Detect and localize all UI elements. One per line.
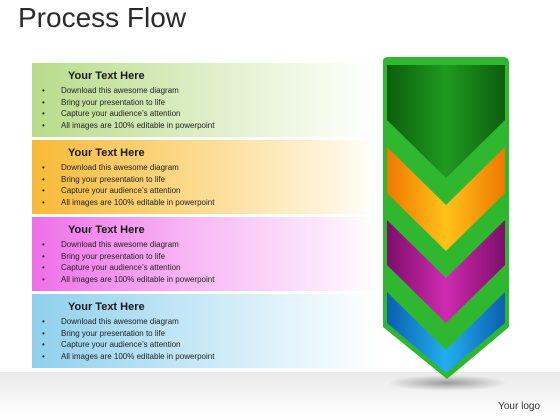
arrow-shadow bbox=[387, 375, 507, 391]
bullet: Bring your presentation to life bbox=[42, 174, 377, 186]
bullet: Bring your presentation to life bbox=[42, 251, 377, 263]
arrow-segment-green bbox=[387, 65, 505, 178]
step-panel-2: Your Text Here Download this awesome dia… bbox=[32, 140, 377, 214]
bullet: Capture your audience’s attention bbox=[42, 108, 377, 120]
bullet: All images are 100% editable in powerpoi… bbox=[42, 351, 377, 363]
bullet: All images are 100% editable in powerpoi… bbox=[42, 120, 377, 132]
arrow-segment-pink bbox=[387, 220, 505, 323]
bullet: Download this awesome diagram bbox=[42, 85, 377, 97]
arrow-segment-blue bbox=[387, 292, 505, 373]
bullet: Download this awesome diagram bbox=[42, 316, 377, 328]
bullet: Bring your presentation to life bbox=[42, 97, 377, 109]
step-heading-1: Your Text Here bbox=[68, 70, 145, 82]
arrow-segment-orange bbox=[387, 147, 505, 251]
step-bullets-4: Download this awesome diagram Bring your… bbox=[42, 316, 377, 363]
page-title: Process Flow bbox=[18, 2, 187, 33]
bullet: Capture your audience’s attention bbox=[42, 262, 377, 274]
bullet: Download this awesome diagram bbox=[42, 162, 377, 174]
step-heading-4: Your Text Here bbox=[68, 301, 145, 313]
bullet: Bring your presentation to life bbox=[42, 328, 377, 340]
step-heading-3: Your Text Here bbox=[68, 224, 145, 236]
step-bullets-1: Download this awesome diagram Bring your… bbox=[42, 85, 377, 132]
bullet: All images are 100% editable in powerpoi… bbox=[42, 274, 377, 286]
bullet: Capture your audience’s attention bbox=[42, 185, 377, 197]
logo-text: Your logo bbox=[498, 401, 540, 412]
step-bullets-3: Download this awesome diagram Bring your… bbox=[42, 239, 377, 286]
bullet: Download this awesome diagram bbox=[42, 239, 377, 251]
step-panel-4: Your Text Here Download this awesome dia… bbox=[32, 294, 377, 368]
bullet: Capture your audience’s attention bbox=[42, 339, 377, 351]
step-panel-1: Your Text Here Download this awesome dia… bbox=[32, 63, 377, 137]
step-panel-3: Your Text Here Download this awesome dia… bbox=[32, 217, 377, 291]
bullet: All images are 100% editable in powerpoi… bbox=[42, 197, 377, 209]
process-arrow-graphic bbox=[383, 57, 509, 391]
step-bullets-2: Download this awesome diagram Bring your… bbox=[42, 162, 377, 209]
step-heading-2: Your Text Here bbox=[68, 147, 145, 159]
